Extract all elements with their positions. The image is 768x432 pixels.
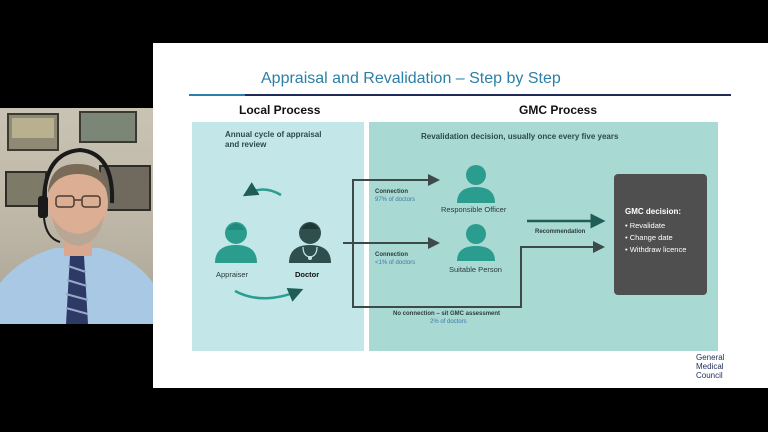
doctor-person-icon — [289, 222, 331, 263]
connection-2-share: <1% of doctors — [375, 260, 416, 266]
decision-item-change-date: • Change date — [625, 233, 673, 242]
connection-1-share: 97% of doctors — [375, 197, 416, 203]
slide-title: Appraisal and Revalidation – Step by Ste… — [261, 70, 561, 87]
no-connection-share: 2% of doctors — [430, 319, 467, 325]
local-panel-title-line1: Annual cycle of appraisal — [225, 130, 322, 139]
appraiser-label: Appraiser — [216, 270, 249, 279]
title-underline — [245, 94, 731, 96]
title-underline-accent — [189, 94, 245, 96]
webcam-feed — [0, 108, 153, 324]
gmc-process-heading: GMC Process — [519, 103, 598, 117]
responsible-officer-icon — [457, 165, 495, 203]
local-panel-title-line2: and review — [225, 140, 267, 149]
cycle-arrows-icon — [234, 182, 304, 302]
decision-item-revalidate: • Revalidate — [625, 221, 666, 230]
recommendation-label: Recommendation — [535, 229, 586, 235]
local-process-heading: Local Process — [239, 103, 321, 117]
connection-1-title: Connection — [375, 189, 408, 195]
process-diagram — [215, 165, 606, 308]
no-connection-title: No connection – sit GMC assessment — [393, 311, 501, 317]
gmc-logo: General Medical Council — [696, 353, 725, 380]
presentation-slide: Appraisal and Revalidation – Step by Ste… — [153, 43, 768, 388]
presenter-video-icon — [0, 111, 153, 324]
gmc-panel-title: Revalidation decision, usually once ever… — [421, 132, 619, 141]
gmc-decision-box: GMC decision: • Revalidate • Change date… — [614, 174, 707, 295]
connection-2-title: Connection — [375, 252, 408, 258]
suitable-person-label: Suitable Person — [449, 265, 502, 274]
appraiser-person-icon — [215, 222, 257, 263]
decision-item-withdraw-licence: • Withdraw licence — [625, 245, 687, 254]
doctor-label: Doctor — [295, 270, 320, 279]
gmc-decision-title: GMC decision: — [625, 207, 682, 216]
responsible-officer-label: Responsible Officer — [441, 205, 507, 214]
suitable-person-icon — [457, 224, 495, 261]
local-process-panel — [192, 122, 364, 351]
